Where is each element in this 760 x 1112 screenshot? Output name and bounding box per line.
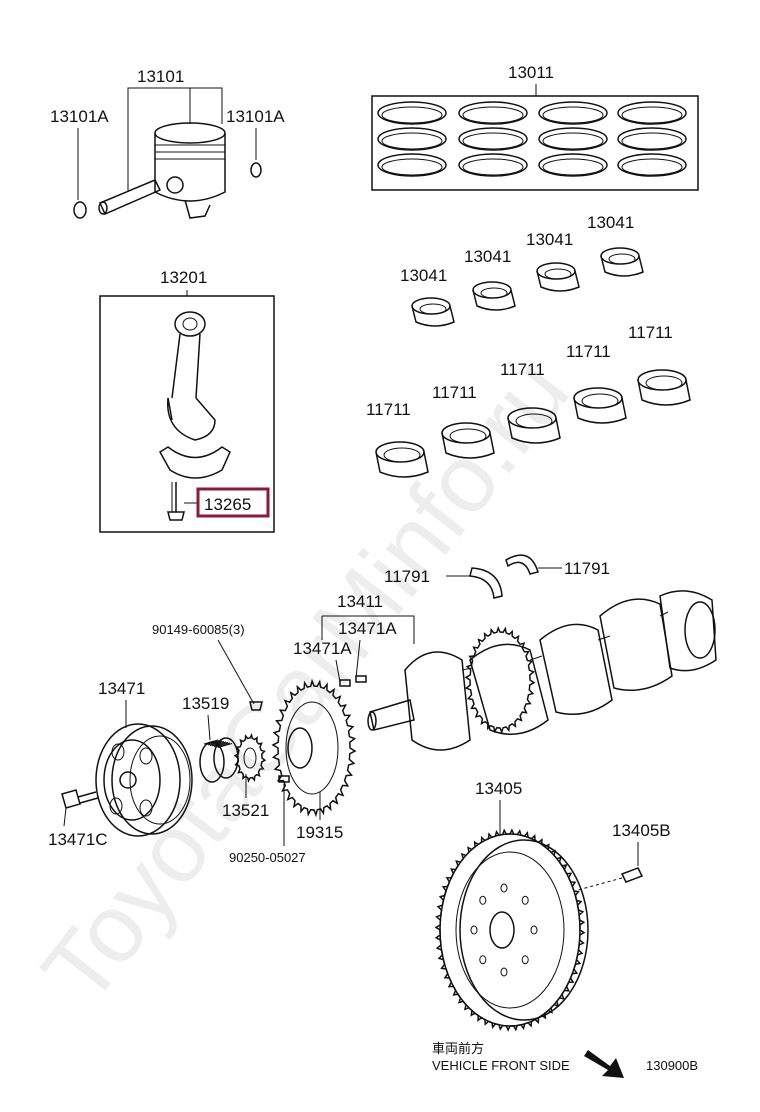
piston-crown (154, 122, 226, 144)
rod-bearings-group: 13041 13041 13041 13041 (400, 213, 644, 327)
label-13521[interactable]: 13521 (222, 801, 269, 820)
vehicle-front-jp: 車両前方 (432, 1041, 484, 1056)
piston-group: 13101 13101A 13101A (50, 67, 285, 219)
label-13041-4[interactable]: 13041 (587, 213, 634, 232)
thrust-washers-group: 11791 11791 (384, 554, 610, 599)
label-11711-2[interactable]: 11711 (432, 383, 477, 402)
label-13405b[interactable]: 13405B (612, 821, 671, 840)
piston-clip-right (250, 162, 262, 178)
flywheel-bolt-hole-2 (521, 955, 529, 965)
ref-code: 130900B (646, 1058, 698, 1073)
ring-set-group: 13011 (371, 63, 699, 191)
ring-3-3 (538, 153, 608, 177)
flywheel-bolt-hole-5 (470, 925, 478, 935)
front-direction-arrow-icon (584, 1050, 624, 1078)
crank-pulley-group: 13471 13471C (48, 679, 193, 849)
label-13041-1[interactable]: 13041 (400, 266, 447, 285)
main-bearings-group: 11711 11711 11711 11711 11711 (366, 323, 691, 478)
pulley-outer (95, 723, 181, 837)
ring-2-2 (458, 127, 528, 151)
ring-3-2 (538, 127, 608, 151)
highlight-box-13265 (196, 487, 270, 518)
thrust-washer-right (505, 554, 539, 575)
crank-timing-gear (464, 626, 536, 734)
label-90250-05027[interactable]: 90250-05027 (229, 850, 306, 865)
flywheel-bolt-hole-7 (500, 883, 508, 893)
piston-clip-left (73, 201, 87, 219)
vehicle-front-en: VEHICLE FRONT SIDE (432, 1058, 570, 1073)
pin-90149 (249, 701, 263, 711)
label-11791-left[interactable]: 11791 (384, 567, 430, 586)
crank-snout (369, 699, 415, 731)
label-11711-5[interactable]: 11711 (628, 323, 673, 342)
label-13101a-left[interactable]: 13101A (50, 107, 109, 126)
pin-90250 (278, 775, 290, 783)
ring-set-box (371, 95, 699, 191)
label-13471c[interactable]: 13471C (48, 830, 108, 849)
label-13265[interactable]: 13265 (204, 495, 251, 514)
flywheel-bolt-hole-6 (479, 895, 487, 905)
gear-13521 (233, 732, 267, 784)
label-19315[interactable]: 19315 (296, 823, 343, 842)
piston-pin (98, 179, 162, 215)
flywheel-bolt (620, 867, 644, 883)
label-13411[interactable]: 13411 (337, 592, 383, 611)
label-13471a-lower[interactable]: 13471A (293, 639, 352, 658)
ring-2-1 (458, 101, 528, 125)
label-11711-1[interactable]: 11711 (366, 400, 411, 419)
key-upper (355, 675, 367, 683)
label-11711-4[interactable]: 11711 (566, 342, 611, 361)
flywheel-bolt-hole-4 (479, 955, 487, 965)
ring-1-1 (377, 101, 447, 125)
label-11711-3[interactable]: 11711 (500, 360, 545, 379)
pin-90149-group: 90149-60085(3) (152, 622, 263, 711)
label-13011[interactable]: 13011 (508, 63, 554, 82)
ring-1-3 (377, 153, 447, 177)
sprocket-19315-group: 19315 90250-05027 (229, 678, 357, 865)
pulley-hub (119, 771, 137, 789)
label-13101a-right[interactable]: 13101A (226, 107, 285, 126)
thrust-washer-left (469, 567, 503, 599)
label-13101[interactable]: 13101 (137, 67, 184, 86)
label-13471a-upper[interactable]: 13471A (338, 619, 397, 638)
label-13041-2[interactable]: 13041 (464, 247, 511, 266)
flywheel-bolt-hole-3 (500, 967, 508, 977)
crank-front-web (404, 651, 471, 751)
label-13041-3[interactable]: 13041 (526, 230, 573, 249)
ring-4-3 (617, 153, 687, 177)
label-13201[interactable]: 13201 (160, 268, 207, 287)
crank-rear-flange (684, 601, 716, 659)
ring-4-2 (617, 127, 687, 151)
label-90149-60085[interactable]: 90149-60085(3) (152, 622, 245, 637)
conn-rod-small-end (174, 311, 206, 337)
label-13519[interactable]: 13519 (182, 694, 229, 713)
conn-rod-cap (158, 446, 231, 479)
pulley-bolt (61, 789, 81, 809)
label-13405[interactable]: 13405 (475, 779, 522, 798)
gear-13521-group: 13521 (222, 732, 269, 820)
flywheel-group: 13405 13405B (434, 779, 671, 1032)
flywheel-bolt-hole-1 (530, 925, 538, 935)
ring-2-3 (458, 153, 528, 177)
label-13471[interactable]: 13471 (98, 679, 145, 698)
crankshaft-group: 13411 13471A 13471A (293, 590, 717, 751)
ring-3-1 (538, 101, 608, 125)
flywheel-outer (439, 833, 581, 1027)
ring-1-2 (377, 127, 447, 151)
gear-13519-group: 13519 (182, 694, 239, 783)
flywheel-bolt-hole-8 (521, 895, 529, 905)
sprocket-19315 (271, 678, 357, 818)
connecting-rod-group: 13201 13265 (99, 268, 275, 533)
key-lower (339, 679, 351, 687)
flywheel-ring-gear (434, 828, 586, 1032)
flywheel-center (489, 911, 515, 949)
conn-rod-box (99, 295, 275, 533)
label-11791-right[interactable]: 11791 (564, 559, 610, 578)
ring-4-1 (617, 101, 687, 125)
